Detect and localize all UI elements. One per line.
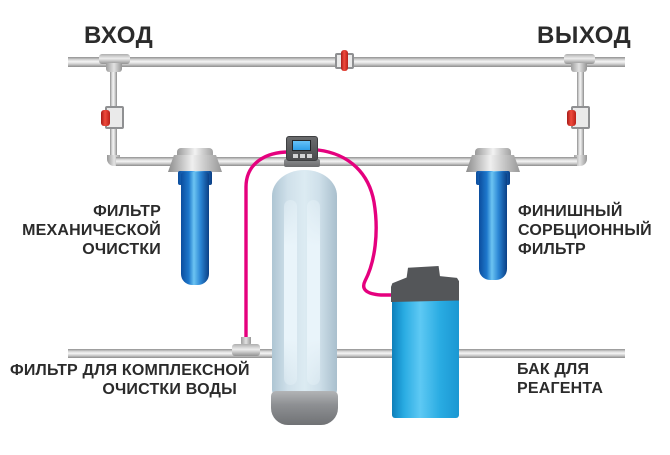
label-line: МЕХАНИЧЕСКОЙ — [22, 222, 161, 239]
control-head-button — [300, 154, 305, 158]
inlet-elbow — [107, 155, 120, 166]
outlet-valve-handle-icon — [567, 110, 576, 126]
outlet-tee-fitting — [564, 54, 595, 64]
label-line: ФИЛЬТР ДЛЯ КОМПЛЕКСНОЙ — [10, 362, 250, 379]
inlet-tee-fitting — [99, 54, 130, 64]
label-line: ФИЛЬТР — [518, 241, 586, 258]
complex-filter-label: ФИЛЬТР ДЛЯ КОМПЛЕКСНОЙ ОЧИСТКИ ВОДЫ — [10, 361, 250, 399]
drain-tube — [244, 150, 291, 342]
label-line: БАК ДЛЯ — [517, 361, 590, 378]
control-head-base — [284, 159, 320, 167]
control-head-button — [293, 154, 298, 158]
inlet-tee-stub — [106, 63, 122, 72]
finishing-filter-head — [475, 148, 511, 157]
label-line: ОЧИСТКИ — [82, 241, 161, 258]
label-line: ОЧИСТКИ ВОДЫ — [102, 381, 237, 398]
finishing-filter-label: ФИНИШНЫЙ СОРБЦИОННЫЙ ФИЛЬТР — [518, 202, 652, 259]
control-head-screen — [292, 140, 311, 151]
main-tank-highlight — [284, 200, 297, 385]
bottom-pipe — [68, 349, 625, 358]
drain-tee-stub — [241, 337, 251, 346]
inlet-label: ВХОД — [84, 22, 154, 49]
mechanical-filter-label: ФИЛЬТР МЕХАНИЧЕСКОЙ ОЧИСТКИ — [20, 202, 161, 259]
main-tank-body — [272, 170, 337, 395]
main-tank-highlight — [307, 200, 320, 385]
finishing-filter-body — [479, 172, 507, 280]
label-line: СОРБЦИОННЫЙ — [518, 222, 652, 239]
mechanical-filter-flange — [168, 155, 222, 172]
reagent-tank-label: БАК ДЛЯ РЕАГЕНТА — [517, 360, 603, 398]
mechanical-filter-body — [181, 172, 209, 285]
brine-tube — [316, 148, 397, 297]
drain-tee-fitting — [232, 344, 260, 356]
outlet-label: ВЫХОД — [537, 22, 632, 49]
label-line: РЕАГЕНТА — [517, 380, 604, 397]
outlet-tee-stub — [571, 63, 587, 72]
mechanical-filter-head — [177, 148, 213, 157]
main-tank-base — [271, 391, 338, 425]
label-line: ФИЛЬТР — [93, 203, 161, 220]
bypass-valve-handle-icon — [341, 50, 348, 71]
label-line: ФИНИШНЫЙ — [518, 203, 623, 220]
outlet-elbow — [574, 155, 587, 166]
reagent-tank-body — [392, 297, 459, 418]
control-head-button — [307, 154, 312, 158]
inlet-valve-handle-icon — [101, 110, 110, 126]
finishing-filter-flange — [466, 155, 520, 172]
